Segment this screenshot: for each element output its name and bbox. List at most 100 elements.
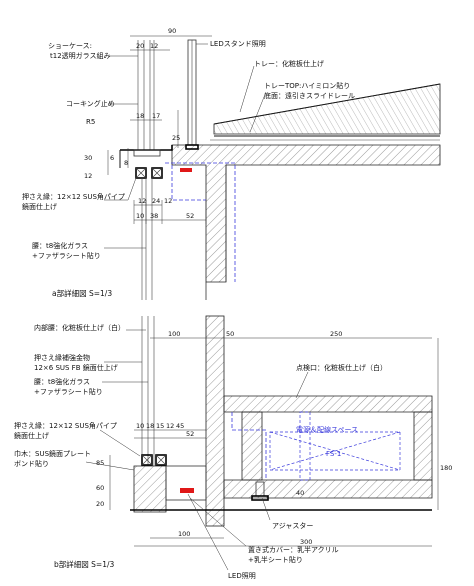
a-dim-12-b1: 12 xyxy=(138,197,146,205)
b-callout-interior: 内部腰：化粧板仕上げ（白） xyxy=(34,323,125,332)
a-callout-waist-film: +ファザラシート貼り xyxy=(32,251,101,260)
a-counter-section xyxy=(171,144,441,283)
a-callout-showcase-glass: t12透明ガラス組み xyxy=(50,51,111,60)
b-interior-panel xyxy=(205,315,225,527)
a-dim-17: 17 xyxy=(152,112,160,120)
b-callout-skirting-bond: ボンド貼り xyxy=(14,459,49,468)
b-hidden-column xyxy=(299,411,311,481)
a-detail-title: a部詳細図 S=1/3 xyxy=(52,288,112,298)
b-callout-space: 電源＆配線スペース xyxy=(296,425,358,434)
b-dim-60: 60 xyxy=(96,484,104,492)
b-callout-led: LED照明 xyxy=(228,572,256,580)
a-led-strip xyxy=(180,168,192,172)
b-callout-inspection: 点検口：化粧板仕上げ（白） xyxy=(296,363,387,372)
a-dim-10: 10 xyxy=(136,212,144,220)
b-dim-40: 40 xyxy=(296,489,304,497)
a-cabinet-inner xyxy=(205,165,227,300)
a-sus-pipe-left xyxy=(135,167,147,179)
b-dim-12: 12 xyxy=(166,422,174,430)
a-leader-tray-top xyxy=(249,91,267,133)
a-callout-showcase: ショーケース: xyxy=(48,42,92,50)
b-leader-cover xyxy=(189,497,247,547)
b-left-base xyxy=(133,465,167,513)
b-dim-250: 250 xyxy=(330,330,342,338)
a-leader-tray xyxy=(239,65,255,113)
a-dim-25: 25 xyxy=(172,134,180,142)
a-dim-90: 90 xyxy=(168,27,176,35)
b-wiring-box xyxy=(269,431,401,471)
b-adjuster-foot xyxy=(251,495,269,501)
b-base-left-leg xyxy=(241,411,263,481)
b-callout-box-label: FS-1 xyxy=(326,450,341,458)
b-leader-adjuster xyxy=(261,497,271,521)
b-leader-inspection xyxy=(295,371,309,399)
b-dim-10: 10 xyxy=(136,422,144,430)
a-dim-24: 24 xyxy=(152,197,160,205)
a-dim-8: 8 xyxy=(124,159,128,167)
b-dim-100-bot: 100 xyxy=(178,530,190,538)
b-detail-title: b部詳細図 S=1/3 xyxy=(54,559,114,569)
b-sus-pipe-left-x2 xyxy=(141,454,153,466)
b-callout-press-trim-spec: 12×6 SUS FB 鏡面仕上げ xyxy=(34,363,118,372)
a-sus-pipe-right-x2 xyxy=(151,167,163,179)
b-hidden-outline xyxy=(231,412,267,480)
b-cover-box xyxy=(165,465,207,501)
a-hidden-line-2 xyxy=(171,165,206,201)
a-sus-pipe-right xyxy=(151,167,163,179)
a-callout-press-pipe: 押さえ縁：12×12 SUS角パイプ xyxy=(22,192,125,201)
a-callout-waist-glass: 腰：t8強化ガラス xyxy=(32,241,88,250)
b-sus-pipe-right xyxy=(155,454,167,466)
b-callout-waist-film: +ファザラシート貼り xyxy=(34,387,103,396)
a-callout-led-stand: LEDスタンド照明 xyxy=(210,39,266,48)
a-callout-tray-top: トレーTOP:ハイミロン貼り xyxy=(264,81,350,90)
b-dim-50: 50 xyxy=(226,330,234,338)
b-leader-pipe xyxy=(99,429,141,457)
a-callout-press-finish: 鏡面仕上げ xyxy=(22,202,57,211)
b-callout-press-trim: 押さえ縁補強金物 xyxy=(34,353,90,362)
a-leader-pipe xyxy=(104,177,137,201)
b-leader-led xyxy=(187,493,229,571)
a-dim-12-top: 12 xyxy=(150,42,158,50)
a-callout-radius: R5 xyxy=(86,118,95,126)
b-sus-pipe-right-x2 xyxy=(155,454,167,466)
b-wiring-x2 xyxy=(269,431,401,471)
b-dim-18: 18 xyxy=(146,422,154,430)
b-sus-pipe-left xyxy=(141,454,153,466)
b-callout-waist-glass: 腰：t8強化ガラス xyxy=(34,377,90,386)
b-dim-52: 52 xyxy=(186,430,194,438)
b-callout-press-finish: 鏡面仕上げ xyxy=(14,431,49,440)
a-tray-top-line xyxy=(213,83,441,125)
a-dim-12-left: 12 xyxy=(84,172,92,180)
a-detail: 90 20 12 18 17 25 30 6 8 12 12 24 12 10 … xyxy=(22,27,441,300)
b-callout-cover-film: +乳半シート貼り xyxy=(248,555,303,564)
b-callout-cover: 置き式カバー：乳半アクリル xyxy=(248,545,339,554)
a-callout-caulking: コーキング止め xyxy=(66,99,115,108)
b-dim-300: 300 xyxy=(300,538,312,546)
a-dim-6: 6 xyxy=(110,154,114,162)
a-dim-18: 18 xyxy=(136,112,144,120)
a-dim-30: 30 xyxy=(84,154,92,162)
b-dim-45: 45 xyxy=(176,422,184,430)
a-dim-38: 38 xyxy=(150,212,158,220)
b-floor xyxy=(223,479,433,499)
b-dim-15: 15 xyxy=(156,422,164,430)
b-led-strip xyxy=(180,488,194,493)
a-dim-52: 52 xyxy=(186,212,194,220)
b-dim-20: 20 xyxy=(96,500,104,508)
a-glass-rest xyxy=(133,149,161,157)
b-detail: 100 50 250 10 18 15 12 45 52 85 60 20 18… xyxy=(14,315,452,580)
b-callout-skirting: 巾木：SUS鏡面プレート xyxy=(14,449,91,458)
a-hidden-line-1 xyxy=(165,162,236,282)
a-sus-pipe-left-x2 xyxy=(135,167,147,179)
a-dim-12-b2: 12 xyxy=(164,197,172,205)
b-base-right xyxy=(223,395,433,413)
b-base-right-leg xyxy=(413,411,433,481)
a-callout-tray: トレー：化粧板仕上げ xyxy=(254,59,324,68)
b-callout-adjuster: アジャスター xyxy=(272,521,313,530)
b-dim-85: 85 xyxy=(96,459,104,467)
b-dim-180: 180 xyxy=(440,464,452,472)
b-dim-100-top: 100 xyxy=(168,330,180,338)
b-leader-skirting xyxy=(85,461,135,471)
a-led-stand-base xyxy=(185,144,199,150)
